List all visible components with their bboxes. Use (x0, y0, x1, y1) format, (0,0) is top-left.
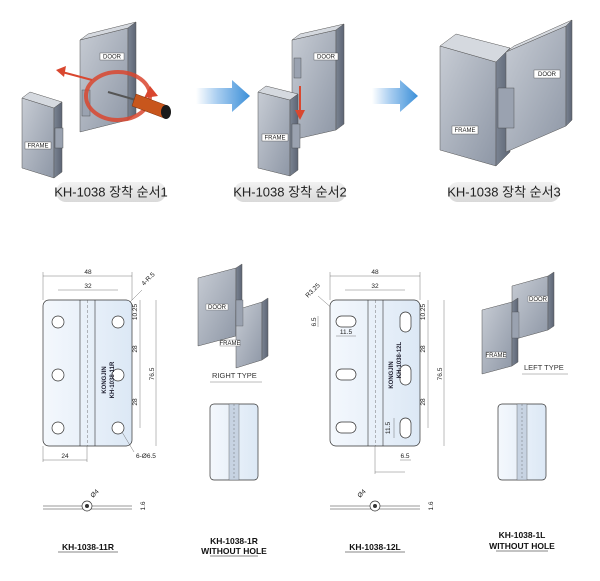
dim-12l-slot-h: 6.5 (311, 317, 318, 326)
step-2-door-label: DOOR (317, 55, 336, 61)
step-1-frame-label: FRAME (28, 144, 49, 150)
caption-1l-model: KH-1038-1L (499, 530, 546, 540)
dim-11r-holes: 6-Ø6.5 (136, 453, 156, 460)
dim-11r-height: 76.5 (149, 367, 156, 380)
step-2-caption: KH-1038 장착 순서2 (233, 185, 347, 200)
step-2-frame-label: FRAME (265, 136, 286, 142)
dim-11r-pin: Ø4 (89, 488, 100, 499)
view-1r-type: RIGHT TYPE (212, 371, 257, 380)
drop-arrow-icon (295, 110, 305, 120)
dim-11r-thick: 1.6 (140, 501, 147, 510)
dim-12l-width: 48 (371, 269, 379, 276)
pull-arrow-icon (56, 66, 66, 77)
dim-11r-pitch1: 28 (132, 345, 139, 353)
caption-1l-note: WITHOUT HOLE (489, 541, 555, 551)
dim-11r-width: 48 (84, 269, 92, 276)
dim-11r-inner: 32 (84, 283, 92, 290)
dim-12l-vslot: 11.5 (385, 422, 392, 435)
drawing-11r: 48 32 4-R.5 KONGJIN KH-1038-11R 10.25 28… (42, 269, 157, 553)
dim-12l-height: 76.5 (437, 367, 444, 380)
dim-12l-top: 10.25 (420, 303, 427, 320)
step-2-caption-pill (234, 182, 346, 202)
view-1r-frame-label: FRAME (220, 341, 241, 347)
step-1-door-label: DOOR (103, 55, 122, 61)
drawing-12l: 48 32 R3.25 KONGJIN KH-1038-12L 6.5 11.5… (304, 269, 445, 553)
dim-12l-vslot-w: 6.5 (400, 453, 409, 460)
dim-12l-slot-w: 11.5 (340, 329, 353, 336)
view-1r-door-label: DOOR (208, 305, 227, 311)
step-3-illustration: DOOR FRAME (439, 19, 573, 167)
view-1l-frame-label: FRAME (486, 353, 507, 359)
dim-11r-top: 10.25 (132, 303, 139, 320)
step-3-frame-label: FRAME (455, 128, 476, 134)
dim-12l-radius: R3.25 (304, 282, 321, 299)
step-2-illustration: DOOR FRAME (257, 23, 345, 177)
caption-1r-note: WITHOUT HOLE (201, 546, 267, 556)
view-1l-door-label: DOOR (529, 297, 548, 303)
engraving-12l-model: KH-1038-12L (397, 341, 403, 378)
step-3-caption: KH-1038 장착 순서3 (447, 185, 561, 200)
dim-12l-thick: 1.6 (428, 501, 435, 510)
dim-11r-pitch2: 28 (132, 398, 139, 406)
caption-1r-model: KH-1038-1R (210, 536, 258, 546)
next-step-arrow-icon (372, 80, 418, 112)
dim-12l-pitch1: 28 (420, 345, 427, 353)
rotation-arrowhead-icon (144, 86, 158, 98)
view-1l: DOOR FRAME LEFT TYPE KH-1038-1L WITHOUT … (481, 271, 568, 552)
step-1-caption: KH-1038 장착 순서1 (54, 185, 168, 200)
engraving-12l-brand: KONGJIN (389, 361, 395, 388)
caption-12l: KH-1038-12L (349, 542, 401, 552)
dim-11r-radius: 4-R.5 (140, 271, 156, 287)
step-3-door-label: DOOR (538, 72, 557, 78)
dim-11r-bottom: 24 (61, 453, 69, 460)
dim-12l-inner: 32 (371, 283, 379, 290)
view-1l-type: LEFT TYPE (524, 363, 564, 372)
next-step-arrow-icon (196, 80, 250, 112)
engraving-11r-model: KH-1038-11R (110, 361, 116, 398)
engraving-11r-brand: KONGJIN (102, 366, 108, 393)
dim-12l-pin: Ø4 (356, 488, 367, 499)
step-1-illustration: FRAME DOOR (21, 21, 171, 179)
view-1r: DOOR FRAME RIGHT TYPE KH-1038-1R WITHOUT… (197, 263, 269, 557)
step-3-caption-pill (448, 182, 560, 202)
step-1-caption-pill (56, 182, 166, 202)
caption-11r: KH-1038-11R (62, 542, 114, 552)
dim-12l-pitch2: 28 (420, 398, 427, 406)
screwdriver-icon (107, 91, 171, 119)
